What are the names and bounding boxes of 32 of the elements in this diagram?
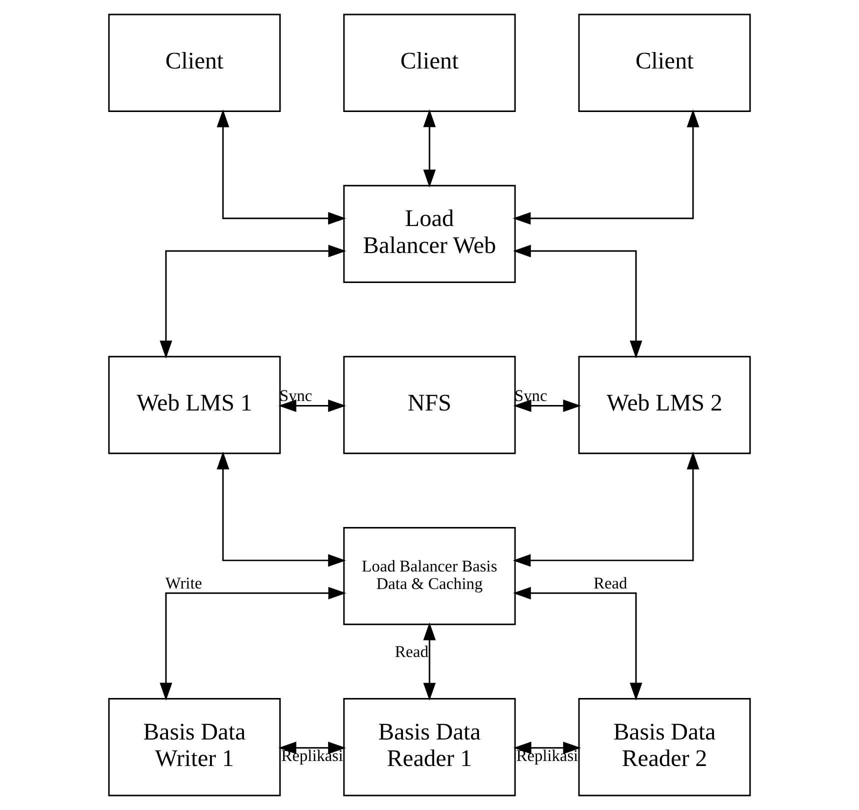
arrow [512, 452, 700, 567]
node-box: NFS [343, 356, 516, 454]
node-box: Client [343, 14, 516, 112]
node-box: Basis Data Reader 2 [578, 698, 751, 796]
node-box: Web LMS 2 [578, 356, 751, 454]
arrow [513, 244, 642, 359]
arrow [160, 586, 346, 701]
node-box: Basis Data Writer 1 [108, 698, 281, 796]
arrow [513, 742, 581, 754]
edge-label: Sync [279, 386, 312, 405]
arrow [423, 109, 436, 188]
edge-label: Read [394, 642, 428, 661]
arrow [278, 742, 346, 754]
edge-label: Replikasi [516, 746, 578, 765]
node-box: Basis Data Reader 1 [343, 698, 516, 796]
node-box: Web LMS 1 [108, 356, 281, 454]
arrow [512, 109, 700, 225]
edge-label: Read [594, 573, 628, 592]
node-box: Load Balancer Web [343, 184, 516, 284]
arrow [513, 400, 581, 412]
arrow [423, 622, 436, 701]
arrow [216, 109, 346, 225]
arrow [216, 452, 346, 567]
node-box: Load Balancer Basis Data & Caching [343, 526, 516, 626]
edge-label: Write [165, 573, 202, 592]
node-box: Client [578, 14, 751, 112]
edge-label: Sync [514, 386, 548, 405]
arrow [513, 586, 642, 701]
arrow [278, 400, 346, 412]
arrow [160, 244, 346, 359]
edge-label: Replikasi [281, 746, 344, 765]
node-box: Client [108, 14, 281, 112]
